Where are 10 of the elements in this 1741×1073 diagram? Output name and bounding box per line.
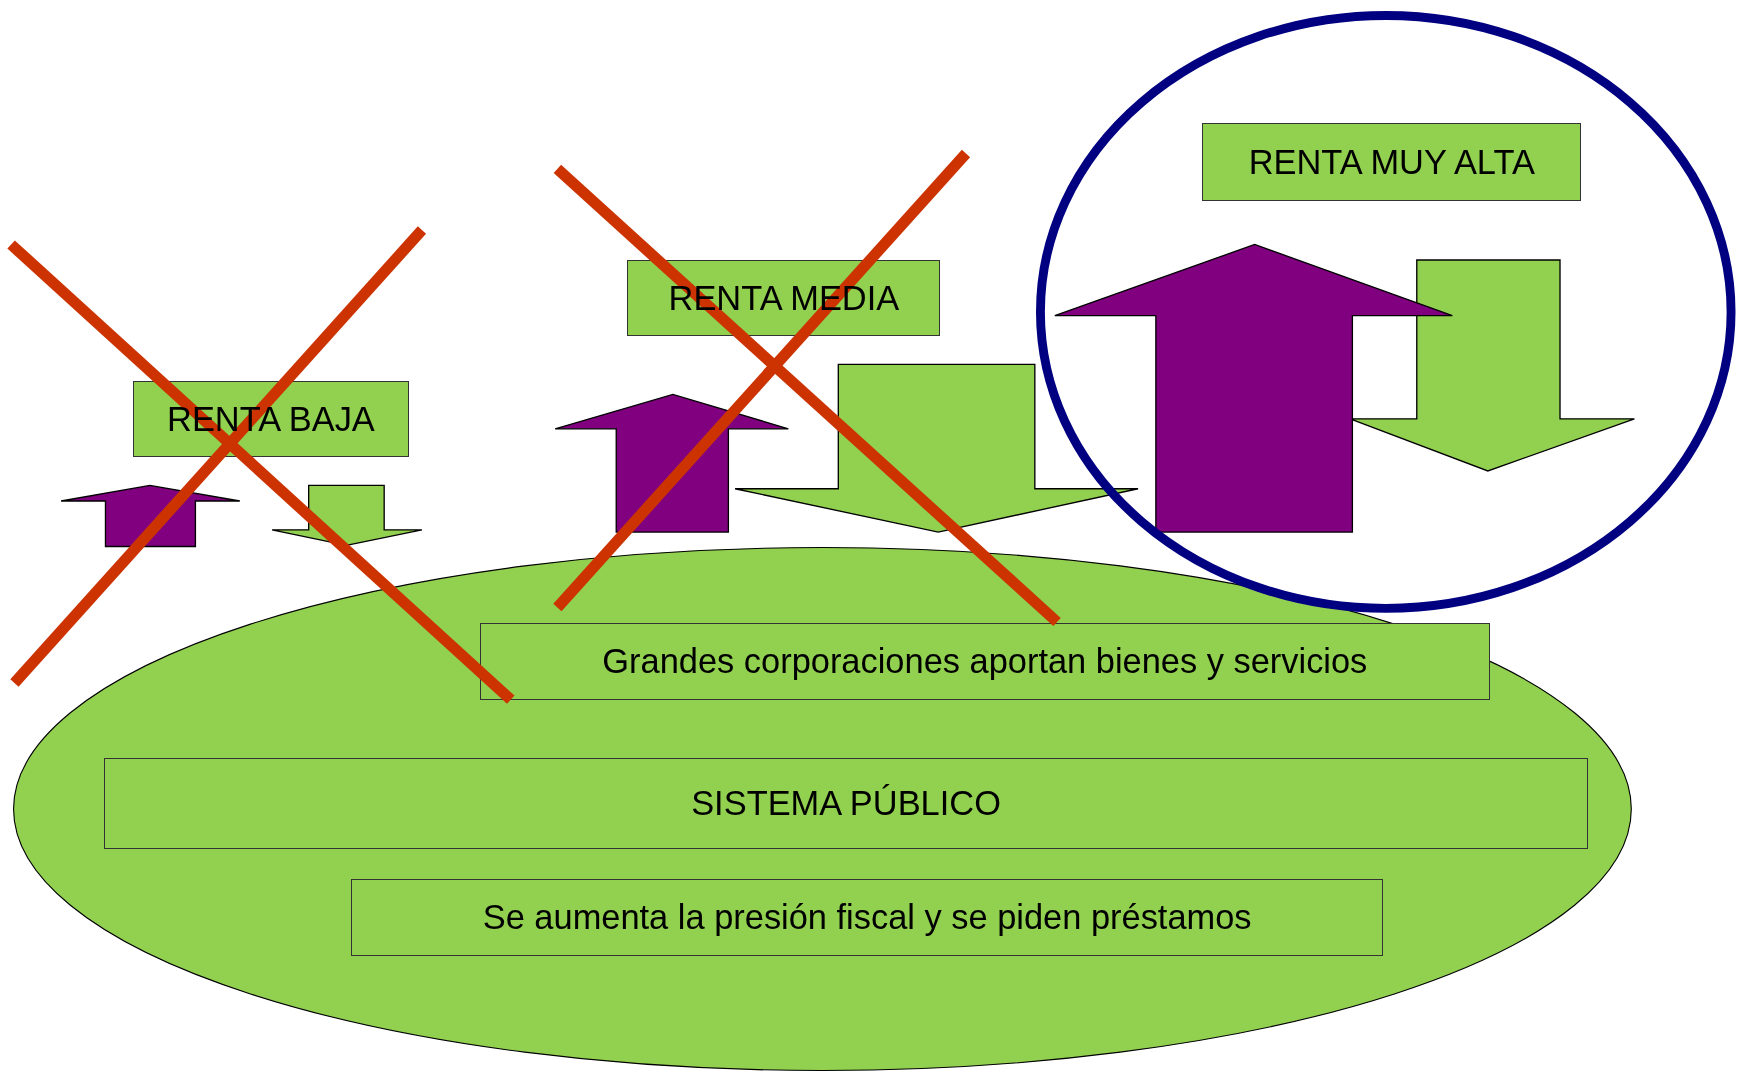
box-label: SISTEMA PÚBLICO	[691, 784, 1001, 824]
box-label: Grandes corporaciones aportan bienes y servicios	[602, 641, 1368, 681]
label-box	[350, 879, 1384, 956]
box-label: RENTA MUY ALTA	[1248, 142, 1535, 182]
ellipse-area	[13, 547, 1633, 1072]
box-label: Se aumenta la presión fiscal y se piden préstamos	[482, 898, 1252, 938]
label-box	[104, 758, 1588, 850]
ellipse-outline	[1035, 11, 1736, 613]
label-box	[479, 622, 1491, 700]
label-box	[1202, 123, 1582, 201]
